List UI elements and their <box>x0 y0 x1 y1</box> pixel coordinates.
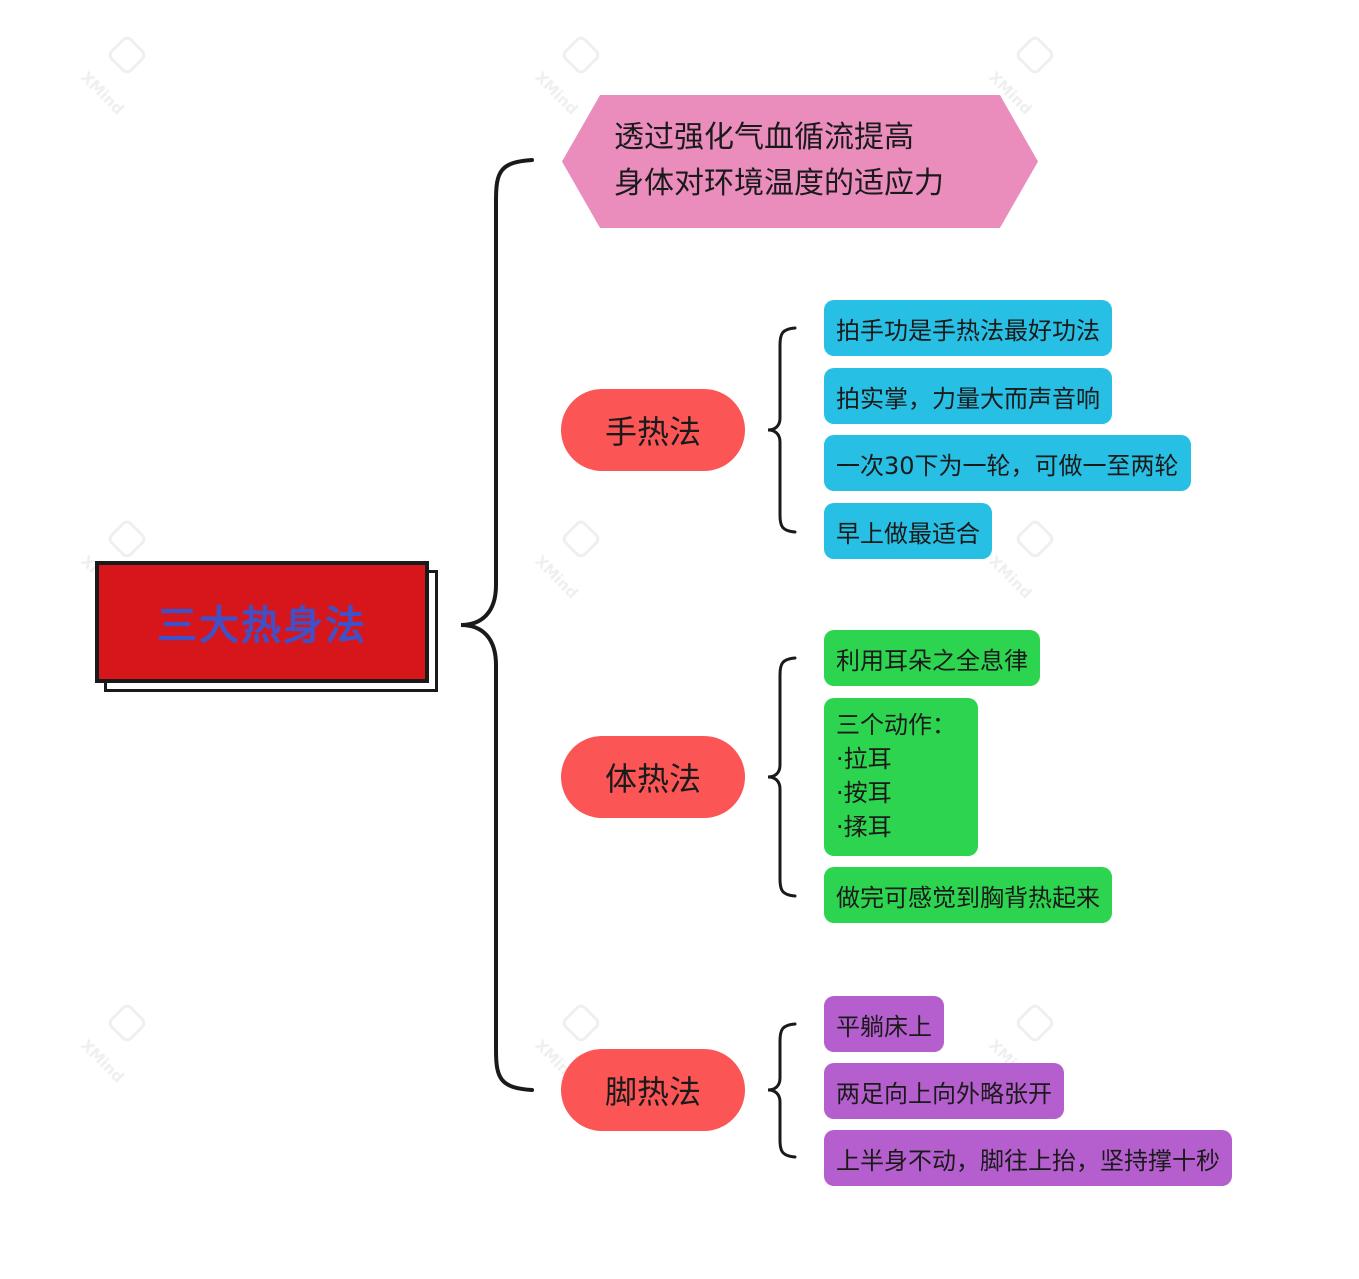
body-brace <box>767 656 797 898</box>
branch-hand-heat[interactable]: 手热法 <box>561 389 745 471</box>
leaf-topic[interactable]: 上半身不动，脚往上抬，坚持撑十秒 <box>824 1130 1232 1186</box>
summary-line: 透过强化气血循流提高 <box>614 120 914 155</box>
branch-label: 体热法 <box>604 760 701 798</box>
leaf-topic[interactable]: 拍手功是手热法最好功法 <box>824 300 1112 356</box>
foot-brace <box>767 1022 797 1159</box>
leaf-topic[interactable]: 两足向上向外略张开 <box>824 1063 1064 1119</box>
leaf-label: 做完可感觉到胸背热起来 <box>836 883 1100 912</box>
leaf-line: ·揉耳 <box>836 813 892 841</box>
leaf-topic[interactable]: 一次30下为一轮，可做一至两轮 <box>824 435 1191 491</box>
branch-label: 脚热法 <box>604 1073 701 1111</box>
leaf-topic[interactable]: 利用耳朵之全息律 <box>824 630 1040 686</box>
leaf-topic[interactable]: 拍实掌，力量大而声音响 <box>824 368 1112 424</box>
leaf-line: 三个动作： <box>836 711 956 739</box>
leaf-topic[interactable]: 早上做最适合 <box>824 503 992 559</box>
branch-body-heat[interactable]: 体热法 <box>561 736 745 818</box>
leaf-label: 一次30下为一轮，可做一至两轮 <box>836 451 1179 480</box>
leaf-label: 拍实掌，力量大而声音响 <box>836 384 1100 413</box>
summary-text: 透过强化气血循流提高 身体对环境温度的适应力 <box>614 115 944 207</box>
leaf-label: 早上做最适合 <box>836 519 980 548</box>
branch-foot-heat[interactable]: 脚热法 <box>561 1049 745 1131</box>
leaf-label: 利用耳朵之全息律 <box>836 646 1028 675</box>
leaf-label: 平躺床上 <box>836 1012 932 1041</box>
hand-brace <box>767 326 797 534</box>
leaf-label: 拍手功是手热法最好功法 <box>836 316 1100 345</box>
leaf-line: ·按耳 <box>836 779 892 807</box>
root-topic-label: 三大热身法 <box>157 603 367 649</box>
leaf-topic[interactable]: 做完可感觉到胸背热起来 <box>824 867 1112 923</box>
summary-topic[interactable]: 透过强化气血循流提高 身体对环境温度的适应力 <box>562 95 1038 228</box>
leaf-label: 两足向上向外略张开 <box>836 1079 1052 1108</box>
leaf-label: 上半身不动，脚往上抬，坚持撑十秒 <box>836 1146 1220 1175</box>
root-topic[interactable]: 三大热身法 <box>95 561 429 683</box>
branch-label: 手热法 <box>604 413 701 451</box>
leaf-topic-multiline[interactable]: 三个动作： ·拉耳 ·按耳 ·揉耳 <box>824 698 978 856</box>
main-brace <box>460 158 534 1092</box>
leaf-topic[interactable]: 平躺床上 <box>824 996 944 1052</box>
leaf-line: ·拉耳 <box>836 745 892 773</box>
summary-line: 身体对环境温度的适应力 <box>614 166 944 201</box>
